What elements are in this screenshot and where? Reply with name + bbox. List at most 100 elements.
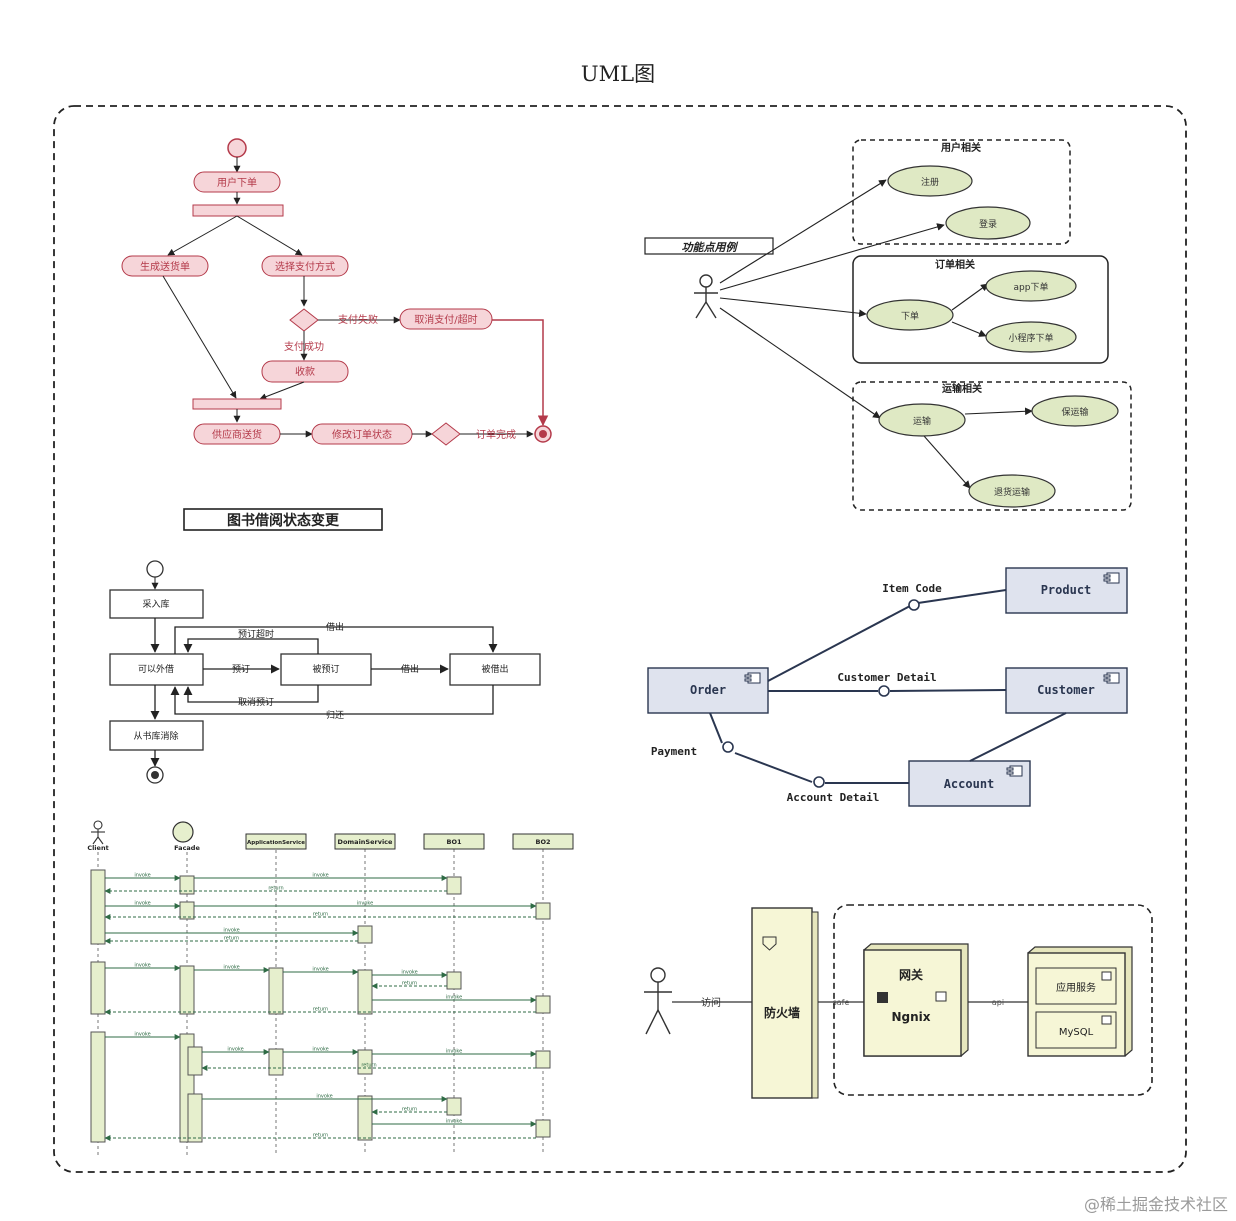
- deployment-nginx-label: Ngnix: [891, 1010, 930, 1024]
- activity-supplier-ship-label: 供应商送货: [212, 428, 262, 441]
- deployment-safe-label: safe: [833, 998, 850, 1007]
- activity-join-bar: [192, 398, 282, 410]
- sequence-message-label: invoke: [134, 873, 150, 879]
- sequence-activation: [535, 902, 551, 920]
- page-title: UML图: [580, 62, 656, 86]
- sequence-app-service-label: ApplicationService: [247, 840, 305, 846]
- deployment-diagram: 访问 防火墙 safe 网关 Ngnix api 应用服务 MySQL: [644, 904, 1153, 1099]
- activity-modify-status-label: 修改订单状态: [332, 428, 392, 441]
- sequence-message-label: invoke: [357, 901, 373, 907]
- sequence-activation: [535, 1050, 551, 1069]
- deployment-app-service-label: 应用服务: [1056, 981, 1096, 994]
- activity-diagram: [121, 138, 552, 446]
- usecase-login: [945, 206, 1031, 240]
- sequence-messages: invoke invoke return invoke invoke return invo…: [104, 873, 537, 1141]
- state-title: 图书借阅状态变更: [227, 512, 340, 529]
- component-account-detail-label: Account Detail: [787, 791, 880, 804]
- state-remove: [109, 720, 204, 751]
- sequence-activation: [357, 925, 373, 944]
- sequence-message-label: return: [313, 1133, 328, 1139]
- usecase-place-order: [866, 299, 954, 331]
- state-borrowed: [449, 653, 541, 686]
- sequence-message-label: return: [224, 936, 239, 942]
- sequence-activation: [357, 969, 373, 1015]
- state-title-box: [183, 508, 383, 531]
- sequence-activation: [357, 1095, 373, 1141]
- usecase-place-order-label: 下单: [901, 310, 919, 322]
- sequence-message-label: invoke: [446, 995, 462, 1001]
- component-diagram: Order Product Customer Account Item Code…: [647, 567, 1128, 807]
- state-available-label: 可以外借: [138, 663, 174, 675]
- deployment-gateway-label: 网关: [899, 967, 923, 982]
- sequence-bo1-label: BO1: [446, 838, 461, 846]
- state-reserved: [280, 653, 372, 686]
- usecase-diagram: 功能点用例 用户相关 订单相关 运输相关: [644, 139, 1132, 511]
- activity-pay-fail-label: 支付失败: [338, 313, 378, 326]
- sequence-facade-boundary: [172, 821, 194, 843]
- component-account-detail-port: [813, 776, 825, 788]
- activity-cancel-pay-label: 取消支付/超时: [414, 313, 477, 326]
- usecase-cold-chain: [1031, 395, 1119, 427]
- sequence-activation: [268, 1048, 284, 1076]
- sequence-activation: [179, 965, 195, 1015]
- usecase-group-order: [852, 255, 1109, 364]
- activity-user-order-label: 用户下单: [217, 176, 257, 189]
- activity-gen-shipping-label: 生成送货单: [140, 260, 190, 273]
- state-reserved-label: 被预订: [312, 663, 339, 675]
- sequence-bo1-head: [423, 833, 485, 850]
- sequence-message-label: invoke: [134, 963, 150, 969]
- sequence-message-label: invoke: [312, 1047, 328, 1053]
- sequence-message-label: return: [361, 1063, 376, 1069]
- activity-decision-pay: [289, 308, 319, 332]
- sequence-activation: [535, 1119, 551, 1138]
- usecase-app-order-label: app下单: [1014, 281, 1049, 293]
- sequence-message-label: invoke: [312, 967, 328, 973]
- sequence-domain-service-head: [334, 833, 396, 850]
- sequence-message-label: return: [402, 981, 417, 987]
- sequence-message-label: return: [268, 886, 283, 892]
- component-customer-label: Customer: [1037, 683, 1095, 697]
- deployment-firewall: [751, 907, 813, 1099]
- state-cancel-reserve-label: 取消预订: [238, 696, 274, 708]
- state-remove-label: 从书库消除: [133, 730, 178, 742]
- usecase-login-label: 登录: [979, 219, 997, 230]
- component-item-code-port: [908, 599, 920, 611]
- sequence-message-label: invoke: [312, 873, 328, 879]
- component-product-label: Product: [1041, 583, 1092, 597]
- usecase-group-user-title: 用户相关: [940, 141, 981, 154]
- sequence-activation: [446, 1097, 462, 1116]
- state-lend-top-label: 借出: [326, 621, 344, 633]
- deployment-firewall-label: 防火墙: [764, 1005, 800, 1020]
- sequence-message-label: return: [402, 1107, 417, 1113]
- component-order-label: Order: [690, 683, 726, 697]
- sequence-message-label: invoke: [223, 928, 239, 934]
- sequence-message-label: return: [313, 912, 328, 918]
- usecase-app-order: [985, 270, 1077, 302]
- deployment-visit-label: 访问: [701, 996, 721, 1009]
- deployment-cluster-frame: [833, 904, 1153, 1096]
- sequence-activation: [179, 875, 195, 895]
- watermark: @稀土掘金技术社区: [1083, 1195, 1228, 1214]
- sequence-activation: [535, 995, 551, 1014]
- component-account-label: Account: [944, 777, 995, 791]
- sequence-message-label: invoke: [401, 970, 417, 976]
- sequence-activation: [90, 869, 106, 945]
- component-customer-detail-label: Customer Detail: [837, 671, 936, 684]
- component-payment-port: [722, 741, 734, 753]
- outer-frame: [53, 105, 1187, 1173]
- usecase-mini-order-label: 小程序下单: [1008, 332, 1053, 344]
- usecase-register: [887, 165, 973, 197]
- state-start-node: [146, 560, 164, 578]
- shield-icon: [762, 936, 777, 951]
- component-payment-label: Payment: [651, 745, 697, 758]
- usecase-transport-label: 运输: [913, 415, 931, 427]
- sequence-activation: [446, 971, 462, 990]
- sequence-client-label: Client: [87, 844, 108, 852]
- usecase-actor: [694, 274, 718, 319]
- state-diagram: 图书借阅状态变更 采入库 可以外借 被预订 被借出 从: [109, 508, 541, 784]
- activity-fork-bar: [192, 204, 284, 217]
- sequence-diagram: Client Facade ApplicationService DomainS…: [87, 820, 574, 1155]
- usecase-actor-label-box: [644, 237, 774, 255]
- deployment-api-label: api: [992, 998, 1004, 1007]
